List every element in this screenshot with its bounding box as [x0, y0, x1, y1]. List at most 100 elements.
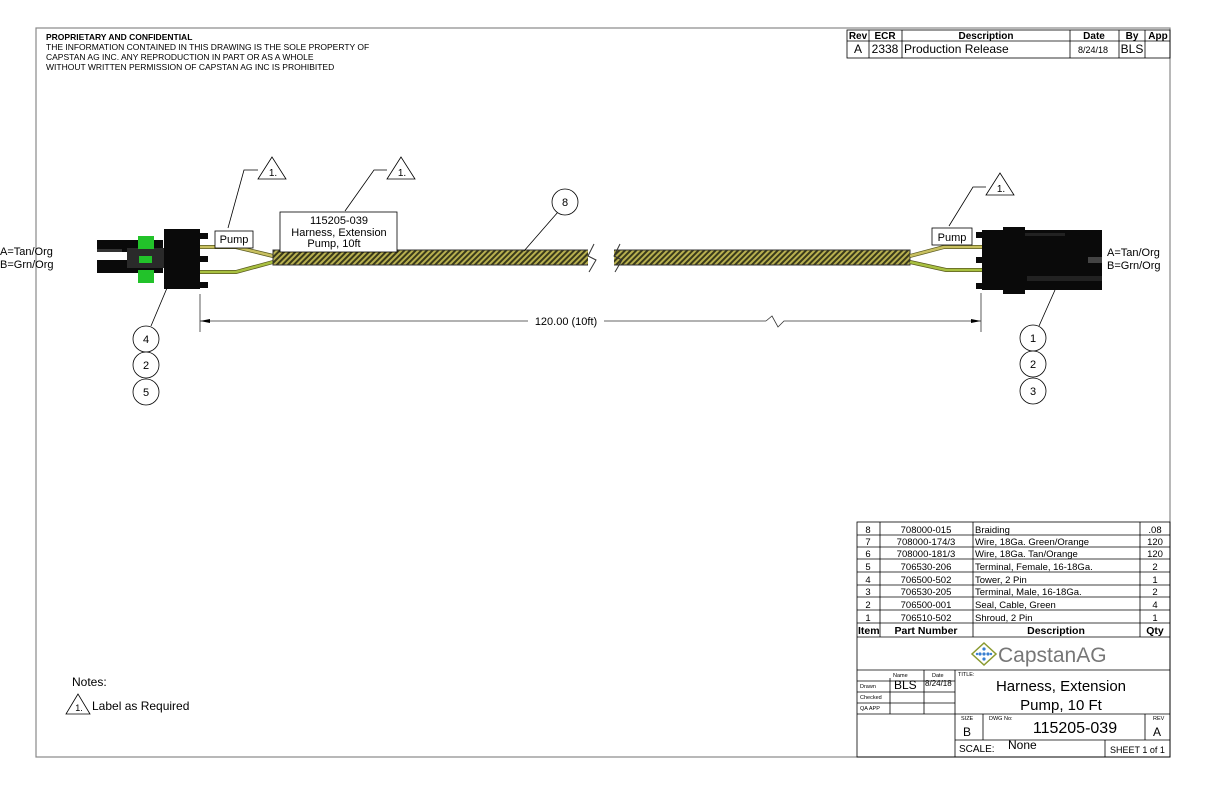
bom-header-qty: Qty	[1146, 625, 1164, 637]
bom-qty: .08	[1148, 525, 1161, 536]
bom-description: Terminal, Female, 16-18Ga.	[975, 562, 1093, 573]
note-flag-icon	[65, 693, 91, 715]
note-flag-icon	[257, 156, 287, 180]
bom-part-number: 706530-206	[901, 562, 952, 573]
bom-qty: 120	[1147, 537, 1163, 548]
bom-header-part-number: Part Number	[894, 625, 957, 637]
note-flag-text: 1.	[269, 168, 277, 179]
bom-item: 2	[865, 600, 870, 611]
bom-item: 5	[865, 562, 870, 573]
leader-line	[227, 169, 258, 229]
wire-tan-right	[909, 245, 982, 258]
harness-label-line: Harness, Extension	[291, 227, 386, 239]
rev-label: REV	[1153, 716, 1165, 722]
drawn-date: 8/24/18	[925, 679, 952, 688]
bom-part-number: 706510-502	[901, 613, 952, 624]
harness-label	[279, 211, 398, 253]
bom-qty: 1	[1152, 575, 1157, 586]
notice-line: WITHOUT WRITTEN PERMISSION OF CAPSTAN AG…	[46, 62, 334, 72]
bom-description: Wire, 18Ga. Green/Orange	[975, 537, 1089, 548]
ecr-value: 2338	[872, 42, 899, 56]
harness-label-line: Pump, 10ft	[307, 238, 360, 250]
logo-text: CapstanAG	[998, 644, 1107, 667]
bom-description: Terminal, Male, 16-18Ga.	[975, 587, 1082, 598]
bom-header-description: Description	[1027, 625, 1085, 637]
pin-legend-b-right: B=Grn/Org	[1107, 260, 1161, 272]
break-line	[587, 243, 597, 273]
note-flag-icon	[386, 156, 416, 180]
balloon-2	[132, 351, 160, 379]
seal-icon	[138, 236, 154, 249]
notes-heading: Notes:	[72, 675, 107, 689]
capstan-logo: CapstanAG	[970, 641, 1107, 667]
bom-part-number: 708000-181/3	[897, 549, 956, 560]
by-header: By	[1126, 31, 1139, 42]
balloon-text: 4	[143, 334, 149, 346]
bom-description: Seal, Cable, Green	[975, 600, 1056, 611]
pump-label-right-text: Pump	[938, 232, 967, 244]
note-flag-icon	[985, 172, 1015, 196]
checked-label: Checked	[860, 695, 882, 701]
balloon-text: 2	[143, 360, 149, 372]
leader-line	[150, 287, 168, 327]
drawing-title-line: Harness, Extension	[996, 678, 1126, 695]
pin-legend-a-right: A=Tan/Org	[1107, 247, 1160, 259]
bom-table	[856, 521, 1171, 758]
dwg-number: 115205-039	[1033, 720, 1117, 737]
date-header: Date	[1083, 31, 1105, 42]
ecr-header: ECR	[874, 31, 896, 42]
scale-label: SCALE:	[959, 744, 995, 755]
bom-qty: 2	[1152, 587, 1157, 598]
revision-table	[846, 29, 1171, 59]
qa-label: QA APP	[860, 706, 880, 712]
leader-line	[948, 186, 986, 227]
seal-icon	[138, 270, 154, 283]
pin-legend-b-left: B=Grn/Org	[0, 259, 54, 271]
size-value: B	[963, 725, 971, 739]
pump-label-left-text: Pump	[220, 234, 249, 246]
notice-line: THE INFORMATION CONTAINED IN THIS DRAWIN…	[46, 42, 369, 52]
right-connector-shroud	[976, 227, 1102, 294]
balloon-5	[132, 378, 160, 406]
pump-label-left	[214, 230, 254, 249]
bom-item: 4	[865, 575, 870, 586]
name-label: Name	[893, 673, 908, 679]
leader-line	[344, 169, 387, 212]
balloon-text: 1	[1030, 333, 1036, 345]
notice-line: CAPSTAN AG INC. ANY REPRODUCTION IN PART…	[46, 52, 314, 62]
bom-qty: 1	[1152, 613, 1157, 624]
rev-description: Production Release	[904, 42, 1009, 56]
harness-label-line: 115205-039	[310, 215, 368, 227]
bom-item: 7	[865, 537, 870, 548]
bom-description: Shroud, 2 Pin	[975, 613, 1033, 624]
balloon-text: 3	[1030, 386, 1036, 398]
pump-label-right	[931, 227, 973, 246]
rev-value: A	[854, 42, 862, 56]
bom-qty: 120	[1147, 549, 1163, 560]
note-text: Label as Required	[92, 699, 189, 713]
rev-header: Rev	[849, 31, 868, 42]
drawn-name: BLS	[894, 678, 917, 692]
balloon-3	[1019, 377, 1047, 405]
rev-value: A	[1153, 725, 1161, 739]
pin-legend-a-left: A=Tan/Org	[0, 246, 53, 258]
rev-date: 8/24/18	[1078, 45, 1108, 55]
dimension-text: 120.00 (10ft)	[535, 316, 597, 328]
dwg-label: DWG No:	[989, 716, 1013, 722]
size-label: SIZE	[961, 716, 974, 722]
note-flag-text: 1.	[997, 184, 1005, 195]
balloon-text: 8	[562, 197, 568, 209]
dimension-line	[199, 293, 982, 332]
balloon-text: 5	[143, 387, 149, 399]
bom-item: 6	[865, 549, 870, 560]
description-header: Description	[958, 31, 1013, 42]
leader-line	[523, 211, 559, 252]
confidential-notice: PROPRIETARY AND CONFIDENTIAL THE INFORMA…	[46, 32, 369, 72]
